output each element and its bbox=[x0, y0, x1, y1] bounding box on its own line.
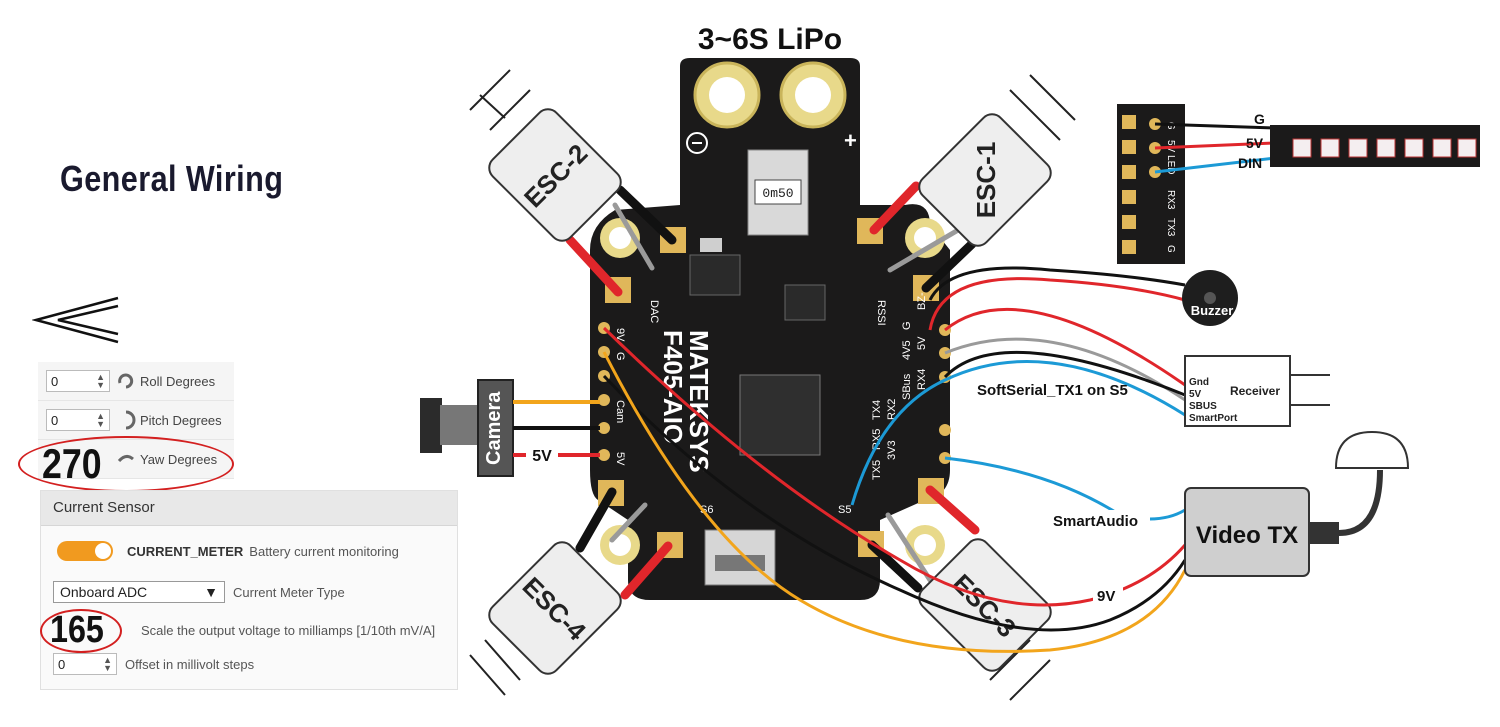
led-pin-din: DIN bbox=[1238, 155, 1262, 171]
spinner-icon: ▲▼ bbox=[96, 372, 105, 390]
offset-input[interactable]: 0 ▲▼ bbox=[53, 653, 117, 675]
current-meter-name: CURRENT_METER bbox=[127, 543, 244, 559]
direction-arrow-icon bbox=[32, 296, 119, 344]
rx-pin-sbus: SBUS bbox=[1189, 401, 1217, 412]
vtx-9v-label: 9V bbox=[1097, 588, 1115, 605]
meter-type-label: Current Meter Type bbox=[233, 584, 345, 600]
peripheral-wires bbox=[602, 266, 1187, 653]
spinner-icon: ▲▼ bbox=[103, 655, 112, 673]
pad-label-s5: S5 bbox=[838, 504, 851, 516]
rx-pin-5v: 5V bbox=[1189, 389, 1202, 400]
pad-label-3v3: 3V3 bbox=[886, 440, 898, 460]
battery-label: 3~6S LiPo bbox=[698, 23, 842, 56]
pitch-icon bbox=[125, 410, 136, 430]
pad-label-g: G bbox=[614, 352, 626, 361]
page-title: General Wiring bbox=[60, 158, 284, 199]
roll-icon bbox=[118, 373, 134, 389]
pad-label-tx4: TX4 bbox=[871, 400, 883, 420]
buzzer-label: Buzzer bbox=[1191, 303, 1234, 318]
pad-label-dac: DAC bbox=[648, 300, 660, 323]
scale-label: Scale the output voltage to milliamps [1… bbox=[141, 622, 436, 638]
meter-type-row: Onboard ADC ▼ Current Meter Type bbox=[41, 581, 457, 603]
video-tx-label: Video TX bbox=[1196, 522, 1298, 549]
pad-label-cam: Cam bbox=[614, 400, 626, 423]
pitch-row: 0 ▲▼ Pitch Degrees bbox=[38, 401, 234, 440]
esc-1-label: ESC-1 bbox=[971, 142, 1001, 219]
roll-input[interactable]: 0 ▲▼ bbox=[46, 370, 110, 392]
camera: Camera bbox=[420, 379, 514, 477]
pad-label-sbus: SBus bbox=[901, 373, 913, 400]
esc-power-wires bbox=[565, 181, 980, 600]
rx-pin-smartport: SmartPort bbox=[1189, 413, 1238, 424]
meter-type-value: Onboard ADC bbox=[60, 584, 148, 600]
pad-label-bz: BZ- bbox=[916, 292, 928, 310]
receiver-label: Receiver bbox=[1230, 384, 1280, 398]
led-hdr-tx3: TX3 bbox=[1165, 218, 1176, 237]
pitch-input[interactable]: 0 ▲▼ bbox=[46, 409, 110, 431]
camera-5v-label: 5V bbox=[532, 448, 552, 465]
offset-label: Offset in millivolt steps bbox=[125, 656, 255, 672]
led-wires bbox=[1154, 122, 1276, 174]
led-hdr-5vled: 5V LED bbox=[1165, 140, 1176, 174]
yaw-highlight-ring bbox=[18, 436, 234, 492]
current-meter-toggle[interactable] bbox=[57, 541, 113, 561]
led-hdr-rx3: RX3 bbox=[1165, 190, 1176, 210]
led-pin-5v: 5V bbox=[1246, 135, 1264, 151]
buzzer: Buzzer bbox=[1182, 270, 1238, 326]
smartaudio-label: SmartAudio bbox=[1053, 513, 1138, 530]
scale-highlight-ring bbox=[40, 609, 122, 653]
pad-label-tx5: TX5 bbox=[871, 460, 883, 480]
rx-pin-gnd: Gnd bbox=[1189, 377, 1209, 388]
pad-label-rx4: RX4 bbox=[916, 369, 928, 390]
pad-label-4v5: 4V5 bbox=[901, 340, 913, 360]
pitch-value: 0 bbox=[51, 412, 59, 428]
esc-3: ESC-3 bbox=[918, 538, 1052, 672]
led-strip bbox=[1270, 125, 1480, 167]
softserial-label: SoftSerial_TX1 on S5 bbox=[977, 382, 1128, 399]
led-hdr-g2: G bbox=[1165, 245, 1176, 253]
dropdown-arrow-icon: ▼ bbox=[204, 584, 218, 600]
esc-signal-wires bbox=[609, 202, 968, 583]
pad-label-rssi: RSSI bbox=[875, 300, 887, 326]
roll-value: 0 bbox=[51, 373, 59, 389]
camera-label: Camera bbox=[483, 391, 505, 465]
receiver: Receiver Gnd 5V SBUS SmartPort bbox=[1184, 355, 1330, 427]
board-name: MATEKSYS bbox=[684, 330, 714, 473]
offset-row: 0 ▲▼ Offset in millivolt steps bbox=[41, 653, 457, 675]
spinner-icon: ▲▼ bbox=[96, 411, 105, 429]
pitch-label: Pitch Degrees bbox=[140, 412, 222, 428]
pad-label-5v: 5V bbox=[614, 452, 626, 466]
scale-row: Scale the output voltage to milliamps [1… bbox=[41, 619, 457, 641]
current-sensor-panel: Current Sensor CURRENT_METER Battery cur… bbox=[40, 490, 458, 690]
svg-text:+: + bbox=[844, 128, 857, 153]
esc-1: ESC-1 bbox=[918, 113, 1052, 247]
offset-value: 0 bbox=[58, 656, 66, 672]
esc-4: ESC-4 bbox=[488, 541, 622, 675]
led-pin-g: G bbox=[1254, 111, 1265, 127]
pad-label-rx2: RX2 bbox=[886, 399, 898, 420]
board-model: F405-AIO bbox=[658, 330, 688, 444]
shunt-label: 0m50 bbox=[762, 186, 793, 201]
pad-label-rx5: RX5 bbox=[871, 429, 883, 450]
pad-label-5v-r: 5V bbox=[916, 336, 928, 350]
pad-label-g-r: G bbox=[901, 321, 913, 330]
current-meter-desc: Battery current monitoring bbox=[249, 543, 399, 559]
roll-row: 0 ▲▼ Roll Degrees bbox=[38, 362, 234, 401]
esc-motor-leads bbox=[469, 69, 1076, 701]
roll-label: Roll Degrees bbox=[140, 373, 216, 389]
led-header: G 5V LED RX3 TX3 G bbox=[1117, 104, 1185, 264]
video-tx: Video TX bbox=[1184, 430, 1410, 577]
meter-type-select[interactable]: Onboard ADC ▼ bbox=[53, 581, 225, 603]
current-sensor-header: Current Sensor bbox=[41, 491, 457, 526]
esc-2: ESC-2 bbox=[488, 108, 622, 242]
current-meter-row: CURRENT_METER Battery current monitoring bbox=[41, 541, 457, 561]
